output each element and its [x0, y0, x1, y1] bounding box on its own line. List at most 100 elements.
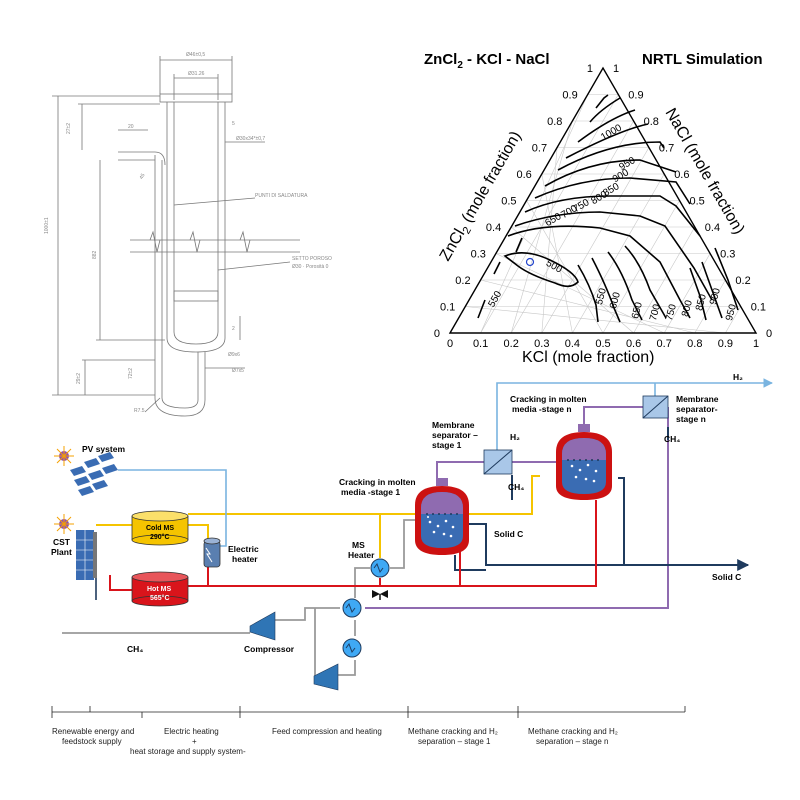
cold-ms-tank — [131, 510, 189, 546]
stage-caption-4-line-2: separation – stage 1 — [418, 737, 491, 746]
kcl-tick-label: 1 — [753, 338, 759, 350]
nacl-tick-label: 0.6 — [674, 169, 689, 181]
ternary-grid-line — [511, 226, 634, 334]
stage-caption-4-line-1: Methane cracking and H₂ — [408, 727, 498, 736]
dim-5: 5 — [232, 121, 235, 127]
kcl-tick-label: 0.8 — [687, 338, 702, 350]
gas-line-reactorn-to-separatorn — [583, 406, 643, 425]
membrane-stage-1-label-3: stage 1 — [432, 440, 462, 450]
kcl-tick-label: 0.7 — [657, 338, 672, 350]
ternary-grid-line — [526, 200, 604, 334]
dim-72: 72±2 — [128, 368, 134, 379]
kcl-tick-label: 0.9 — [718, 338, 733, 350]
cold-ms-to-electric-heater — [188, 524, 209, 540]
membrane-stage-n-label-2: separator- — [676, 404, 718, 414]
process-flow-diagram: H₂ — [51, 372, 773, 756]
recycle-compressor-icon — [313, 663, 339, 691]
stage-caption-2-line-1: Electric heating — [164, 727, 219, 736]
reactor-stage-1 — [415, 478, 469, 555]
kcl-tick-label: 0.2 — [504, 338, 519, 350]
ternary-grid-line — [694, 279, 726, 334]
compressor-icon — [249, 611, 276, 641]
isotherm-label-800-bottom: 800 — [680, 299, 695, 318]
molten-salt-return-dark — [454, 555, 486, 571]
cst-label-line2: Plant — [51, 547, 72, 557]
ternary-grid — [465, 94, 741, 334]
dim-bottom-2: Ø7x5 — [232, 368, 244, 374]
ternary-title-right: NRTL Simulation — [642, 51, 763, 68]
hot-ms-label: Hot MS — [147, 586, 171, 593]
isotherm-label-650-bottom: 650 — [630, 301, 645, 320]
dim-27: 27±2 — [66, 123, 72, 134]
gas-cooler-icon — [342, 638, 362, 658]
cracking-stage-n-label-1: Cracking in molten — [510, 394, 587, 404]
zncl2-tick-label: 0.1 — [440, 302, 455, 314]
dim-20: 20 — [128, 124, 134, 130]
isotherm-label-850-bottom: 850 — [694, 293, 709, 312]
nacl-tick-label: 0.3 — [720, 249, 735, 261]
nacl-tick-label: 0.9 — [628, 90, 643, 102]
ternary-title-left: ZnCl2 - KCl - NaCl — [424, 51, 550, 71]
hot-ms-temp: 565°C — [150, 594, 170, 602]
solid-c-stage-n-label: Solid C — [712, 572, 741, 582]
hot-ms-to-reactorn — [460, 500, 597, 587]
electric-heater-label-1: Electric — [228, 544, 259, 554]
stage-caption-5-line-2: separation – stage n — [536, 737, 609, 746]
nacl-tick-label: 0.8 — [644, 116, 659, 128]
zncl2-tick-label: 0.4 — [486, 222, 501, 234]
reactor-stage-n — [556, 424, 612, 500]
zncl2-tick-label: 0 — [434, 328, 440, 340]
dim-2: 2 — [232, 326, 235, 332]
pv-system — [54, 446, 118, 496]
solid-carbon-line-stagen — [618, 477, 625, 565]
ms-heater-icon — [370, 558, 390, 578]
ch4-separator-n-label: CH₄ — [664, 434, 680, 444]
nacl-tick-label: 0.2 — [735, 275, 750, 287]
nacl-tick-label: 0.4 — [705, 222, 720, 234]
membrane-stage-n-label-3: stage n — [676, 414, 706, 424]
control-valve-icon — [372, 590, 388, 600]
compressor-label: Compressor — [244, 644, 295, 654]
isotherm-label-550-left: 550 — [486, 289, 504, 309]
stage-caption-5-line-1: Methane cracking and H₂ — [528, 727, 618, 736]
compressed-gas-line — [275, 607, 340, 621]
membrane-stage-1-label-1: Membrane — [432, 420, 475, 430]
weld-points-label: PUNTI DI SALDATURA — [255, 193, 308, 199]
dim-bottom: Ø9x6 — [228, 352, 240, 358]
stage-captions: Renewable energy and feedstock supply El… — [52, 727, 618, 756]
kcl-tick-label: 0.3 — [534, 338, 549, 350]
h2-separator-label: H₂ — [510, 432, 520, 442]
eutectic-marker — [525, 257, 535, 267]
kcl-tick-label: 0 — [447, 338, 453, 350]
ternary-grid-line — [465, 306, 726, 334]
kcl-axis-label: KCl (mole fraction) — [522, 349, 654, 366]
solid-carbon-line-stage1 — [469, 523, 750, 571]
porous-septum-spec: Ø30 · Porosità 0 — [292, 264, 329, 270]
membrane-stage-1-label-2: separator – — [432, 430, 478, 440]
cst-label-line1: CST — [53, 537, 71, 547]
recuperator-icon — [342, 598, 362, 618]
zncl2-tick-label: 0.6 — [517, 169, 532, 181]
solid-c-stage-1-label: Solid C — [494, 529, 523, 539]
porous-septum-label: SETTO POROSO — [292, 256, 332, 262]
electric-heater-label-2: heater — [232, 554, 258, 564]
dim-tube: Ø30x34*±0,7 — [236, 136, 265, 142]
zncl2-tick-label: 0.8 — [547, 116, 562, 128]
isotherm-label-700-bottom: 700 — [648, 303, 663, 322]
dim-top-outer: Ø46±0,5 — [186, 52, 205, 58]
h2-product-line — [496, 378, 773, 450]
gas-line-reactor1-to-separator1 — [436, 461, 484, 478]
kcl-tick-label: 0.6 — [626, 338, 641, 350]
gas-to-ms-heater — [354, 567, 370, 598]
dim-top-inner: Ø31.26 — [188, 71, 205, 77]
zncl2-tick-label: 0.9 — [562, 90, 577, 102]
nacl-tick-label: 0.1 — [751, 302, 766, 314]
ch4-feed-label: CH₄ — [127, 644, 143, 654]
ternary-grid-line — [480, 279, 695, 334]
cracking-stage-1-label-1: Cracking in molten — [339, 477, 416, 487]
dim-45: 45 — [139, 172, 147, 180]
cold-ms-temp: 290°C — [150, 533, 170, 541]
cracking-stage-1-label-2: media -stage 1 — [341, 487, 400, 497]
isotherm-label-600-bottom: 600 — [608, 291, 623, 310]
